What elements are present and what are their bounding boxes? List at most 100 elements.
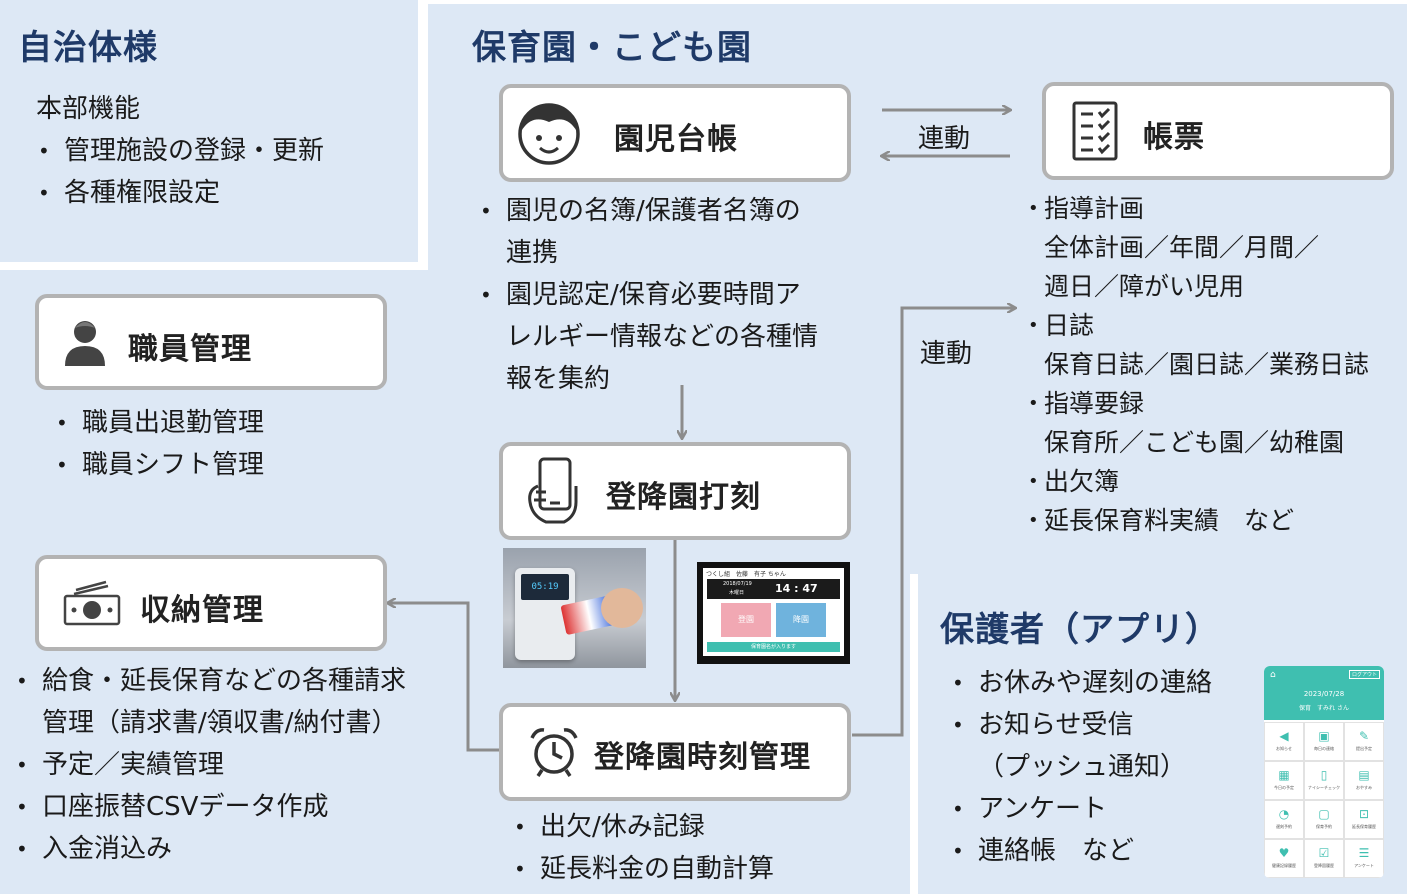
app-tile-icon: ▣ <box>1318 729 1330 743</box>
list-item: 口座振替CSVデータ作成 <box>14 786 406 828</box>
forms-title: 帳票 <box>1143 120 1205 155</box>
billing-list: 給食・延長保育などの各種請求 管理（請求書/領収書/納付書） 予定／実績管理 口… <box>14 660 406 870</box>
app-tile-icon: ⊡ <box>1358 807 1370 821</box>
forms-item-detail: 保育日誌／園日誌／業務日誌 <box>1044 350 1370 379</box>
app-tile[interactable]: ▯ ナイシーチェック <box>1304 761 1344 800</box>
checkin-out-button[interactable]: 降園 <box>776 603 826 637</box>
list-item: 各種権限設定 <box>36 172 324 214</box>
arrow-time-to-billing <box>388 603 502 752</box>
checkin-title: 登降園打刻 <box>606 480 761 515</box>
list-item: 予定／実績管理 <box>14 744 406 786</box>
list-item: 園児認定/保育必要時間ア <box>478 274 818 316</box>
checkin-in-button[interactable]: 登園 <box>721 603 771 637</box>
tablet-header: つくし組 佐藤 有子 ちゃん <box>706 571 786 578</box>
app-tile[interactable]: ▣ 毎日の連絡 <box>1304 722 1344 761</box>
app-tile-label: 提出予定 <box>1356 746 1372 751</box>
app-tile[interactable]: ☰ アンケート <box>1344 839 1384 878</box>
municipality-list: 管理施設の登録・更新 各種権限設定 <box>36 130 324 214</box>
app-tile[interactable]: ☑登降園履歴 <box>1304 839 1344 878</box>
link-label-roster-forms: 連動 <box>918 124 971 154</box>
card-reader-display: 05:19 <box>521 574 569 600</box>
app-tile[interactable]: ◔ 遅刻予約 <box>1264 800 1304 839</box>
list-item: 園児の名簿/保護者名簿の <box>478 190 818 232</box>
staff-box <box>35 294 387 390</box>
app-tile-icon: ▢ <box>1318 807 1330 821</box>
roster-list: 園児の名簿/保護者名簿の 連携 園児認定/保育必要時間ア レルギー情報などの各種… <box>478 190 818 400</box>
forms-item-detail: 週日／障がい児用 <box>1044 272 1245 301</box>
list-item: 職員出退勤管理 <box>54 402 264 444</box>
app-tile-icon: ▤ <box>1358 768 1370 782</box>
app-tile[interactable]: ✎ 提出予定 <box>1344 722 1384 761</box>
card-reader-photo: 05:19 <box>503 548 646 668</box>
forms-box <box>1042 82 1394 180</box>
tablet-time: 14 : 47 <box>775 582 818 595</box>
app-tile[interactable]: ◀ お知らせ <box>1264 722 1304 761</box>
forms-item: 指導要録 <box>1028 384 1369 423</box>
list-item-continuation: 報を集約 <box>506 364 611 394</box>
app-tile-label: 今日の予定 <box>1274 785 1294 790</box>
person-icon <box>65 321 105 366</box>
app-tile-label: 遅刻予約 <box>1276 824 1292 829</box>
checklist-icon <box>1072 101 1118 161</box>
app-tile[interactable]: ▤ おやすみ <box>1344 761 1384 800</box>
app-user: 保育 すみれ さん <box>1299 705 1349 712</box>
municipality-subheading: 本部機能 <box>36 94 141 124</box>
list-item: アンケート <box>950 788 1212 830</box>
list-item: お知らせ受信 <box>950 704 1212 746</box>
app-tile-icon: ▯ <box>1320 768 1328 782</box>
app-tile-label: アンケート <box>1354 863 1374 868</box>
guardian-app-screen: ⌂ ログアウト 2023/07/28 保育 すみれ さん ◀ お知らせ ▣ 毎日の連絡… <box>1264 666 1384 878</box>
link-label-time-forms: 連動 <box>920 339 973 369</box>
guardian-list: お休みや遅刻の連絡 お知らせ受信 （プッシュ通知） アンケート 連絡帳 など <box>950 662 1212 872</box>
app-tile-icon: ◀ <box>1279 729 1289 743</box>
app-tile[interactable]: ▢保育予約 <box>1304 800 1344 839</box>
app-tile-label: 登降園履歴 <box>1314 863 1334 868</box>
forms-item-detail: 全体計画／年間／月間／ <box>1044 233 1320 262</box>
list-item-continuation: 連携 <box>506 238 559 268</box>
time-mgmt-list: 出欠/休み記録 延長料金の自動計算 <box>512 806 774 890</box>
app-tile-label: 毎日の連絡 <box>1314 746 1334 751</box>
app-tile-icon: ✎ <box>1358 729 1370 743</box>
alarm-clock-icon <box>530 728 578 777</box>
money-icon <box>63 580 121 626</box>
list-item: 入金消込み <box>14 828 406 870</box>
time-mgmt-box <box>499 703 851 801</box>
municipality-heading: 自治体様 <box>18 28 158 68</box>
list-item: 給食・延長保育などの各種請求 <box>14 660 406 702</box>
tablet-screen: つくし組 佐藤 有子 ちゃん 2018/07/19 木曜日 14 : 47 登園… <box>697 562 850 664</box>
app-tile-label: ナイシーチェック <box>1308 785 1340 790</box>
tablet-date: 2018/07/19 <box>723 581 752 587</box>
roster-title: 園児台帳 <box>614 122 738 157</box>
staff-list: 職員出退勤管理 職員シフト管理 <box>54 402 264 486</box>
smartphone-hand-icon <box>528 457 578 524</box>
app-tile-icon: ▦ <box>1278 768 1290 782</box>
home-icon[interactable]: ⌂ <box>1270 670 1276 680</box>
list-item: 連絡帳 など <box>950 830 1212 872</box>
forms-item: 日誌 <box>1028 306 1369 345</box>
forms-list: 指導計画 全体計画／年間／月間／ 週日／障がい児用 日誌 保育日誌／園日誌／業務… <box>1028 189 1369 540</box>
child-face-icon <box>518 103 580 165</box>
app-tile-label: お知らせ <box>1276 746 1292 751</box>
app-tile-label: おやすみ <box>1356 785 1372 790</box>
app-tile[interactable]: ♥ 健康記録履歴 <box>1264 839 1304 878</box>
app-tile-icon: ◔ <box>1278 807 1290 821</box>
app-tile-icon: ♥ <box>1278 846 1290 860</box>
list-item-continuation: レルギー情報などの各種情 <box>506 322 819 352</box>
app-tile[interactable]: ⊡延長保育履歴 <box>1344 800 1384 839</box>
app-tile-icon: ☰ <box>1358 846 1370 860</box>
tablet-footer: 保育園名が入ります <box>707 642 840 652</box>
list-item-continuation: （プッシュ通知） <box>978 752 1187 782</box>
billing-title: 収納管理 <box>140 593 264 628</box>
app-tile[interactable]: ▦ 今日の予定 <box>1264 761 1304 800</box>
list-item: 管理施設の登録・更新 <box>36 130 324 172</box>
logout-button[interactable]: ログアウト <box>1348 670 1380 679</box>
list-item: お休みや遅刻の連絡 <box>950 662 1212 704</box>
staff-title: 職員管理 <box>128 332 252 367</box>
forms-item: 指導計画 <box>1028 189 1369 228</box>
forms-item: 出欠簿 <box>1028 462 1369 501</box>
app-date: 2023/07/28 <box>1303 690 1345 698</box>
forms-item-detail: 保育所／こども園／幼稚園 <box>1044 428 1345 457</box>
app-tile-label: 健康記録履歴 <box>1272 863 1296 868</box>
list-item-continuation: 管理（請求書/領収書/納付書） <box>42 708 398 738</box>
